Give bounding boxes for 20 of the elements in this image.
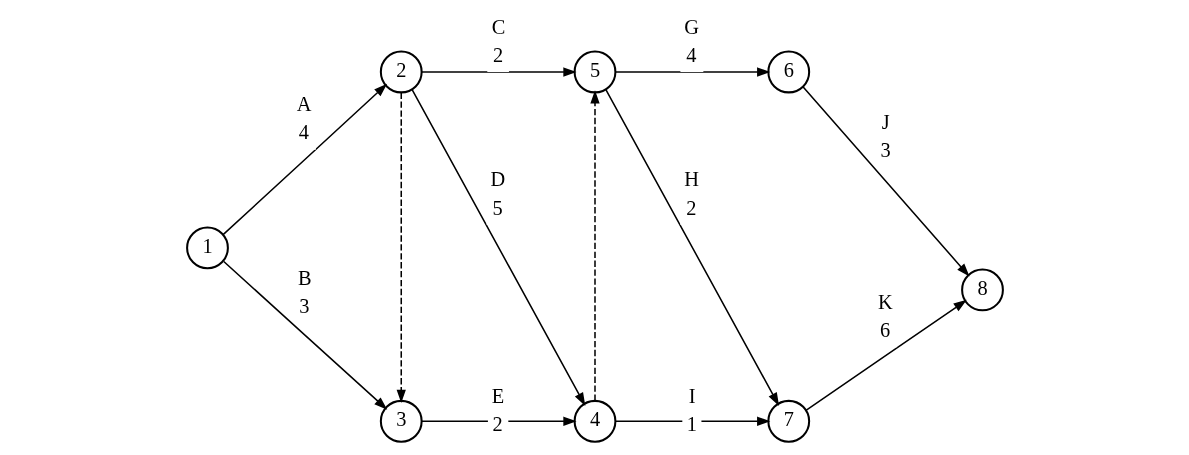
edge-label: A [296, 93, 311, 116]
edge-label: J [881, 111, 890, 134]
edge-label: 5 [491, 196, 503, 219]
edge-label: H [683, 168, 699, 191]
edge-label: 1 [686, 413, 697, 436]
edge-label: 2 [685, 196, 696, 219]
edge-label: G [683, 15, 699, 38]
edge-label: K [877, 290, 893, 313]
edge-label: I [688, 385, 695, 408]
edge-label: B [297, 266, 312, 289]
edge-label: E [491, 385, 504, 408]
edge-label: 4 [298, 121, 309, 144]
edge-label: D [489, 168, 505, 191]
edge-label: 6 [879, 318, 890, 341]
edge-label: 2 [491, 413, 503, 436]
edge-label: C [491, 15, 505, 38]
edge-label: 2 [492, 43, 503, 66]
edge-label: 3 [298, 294, 309, 317]
edge-label: 4 [685, 43, 696, 66]
edge-label: 3 [880, 139, 891, 162]
